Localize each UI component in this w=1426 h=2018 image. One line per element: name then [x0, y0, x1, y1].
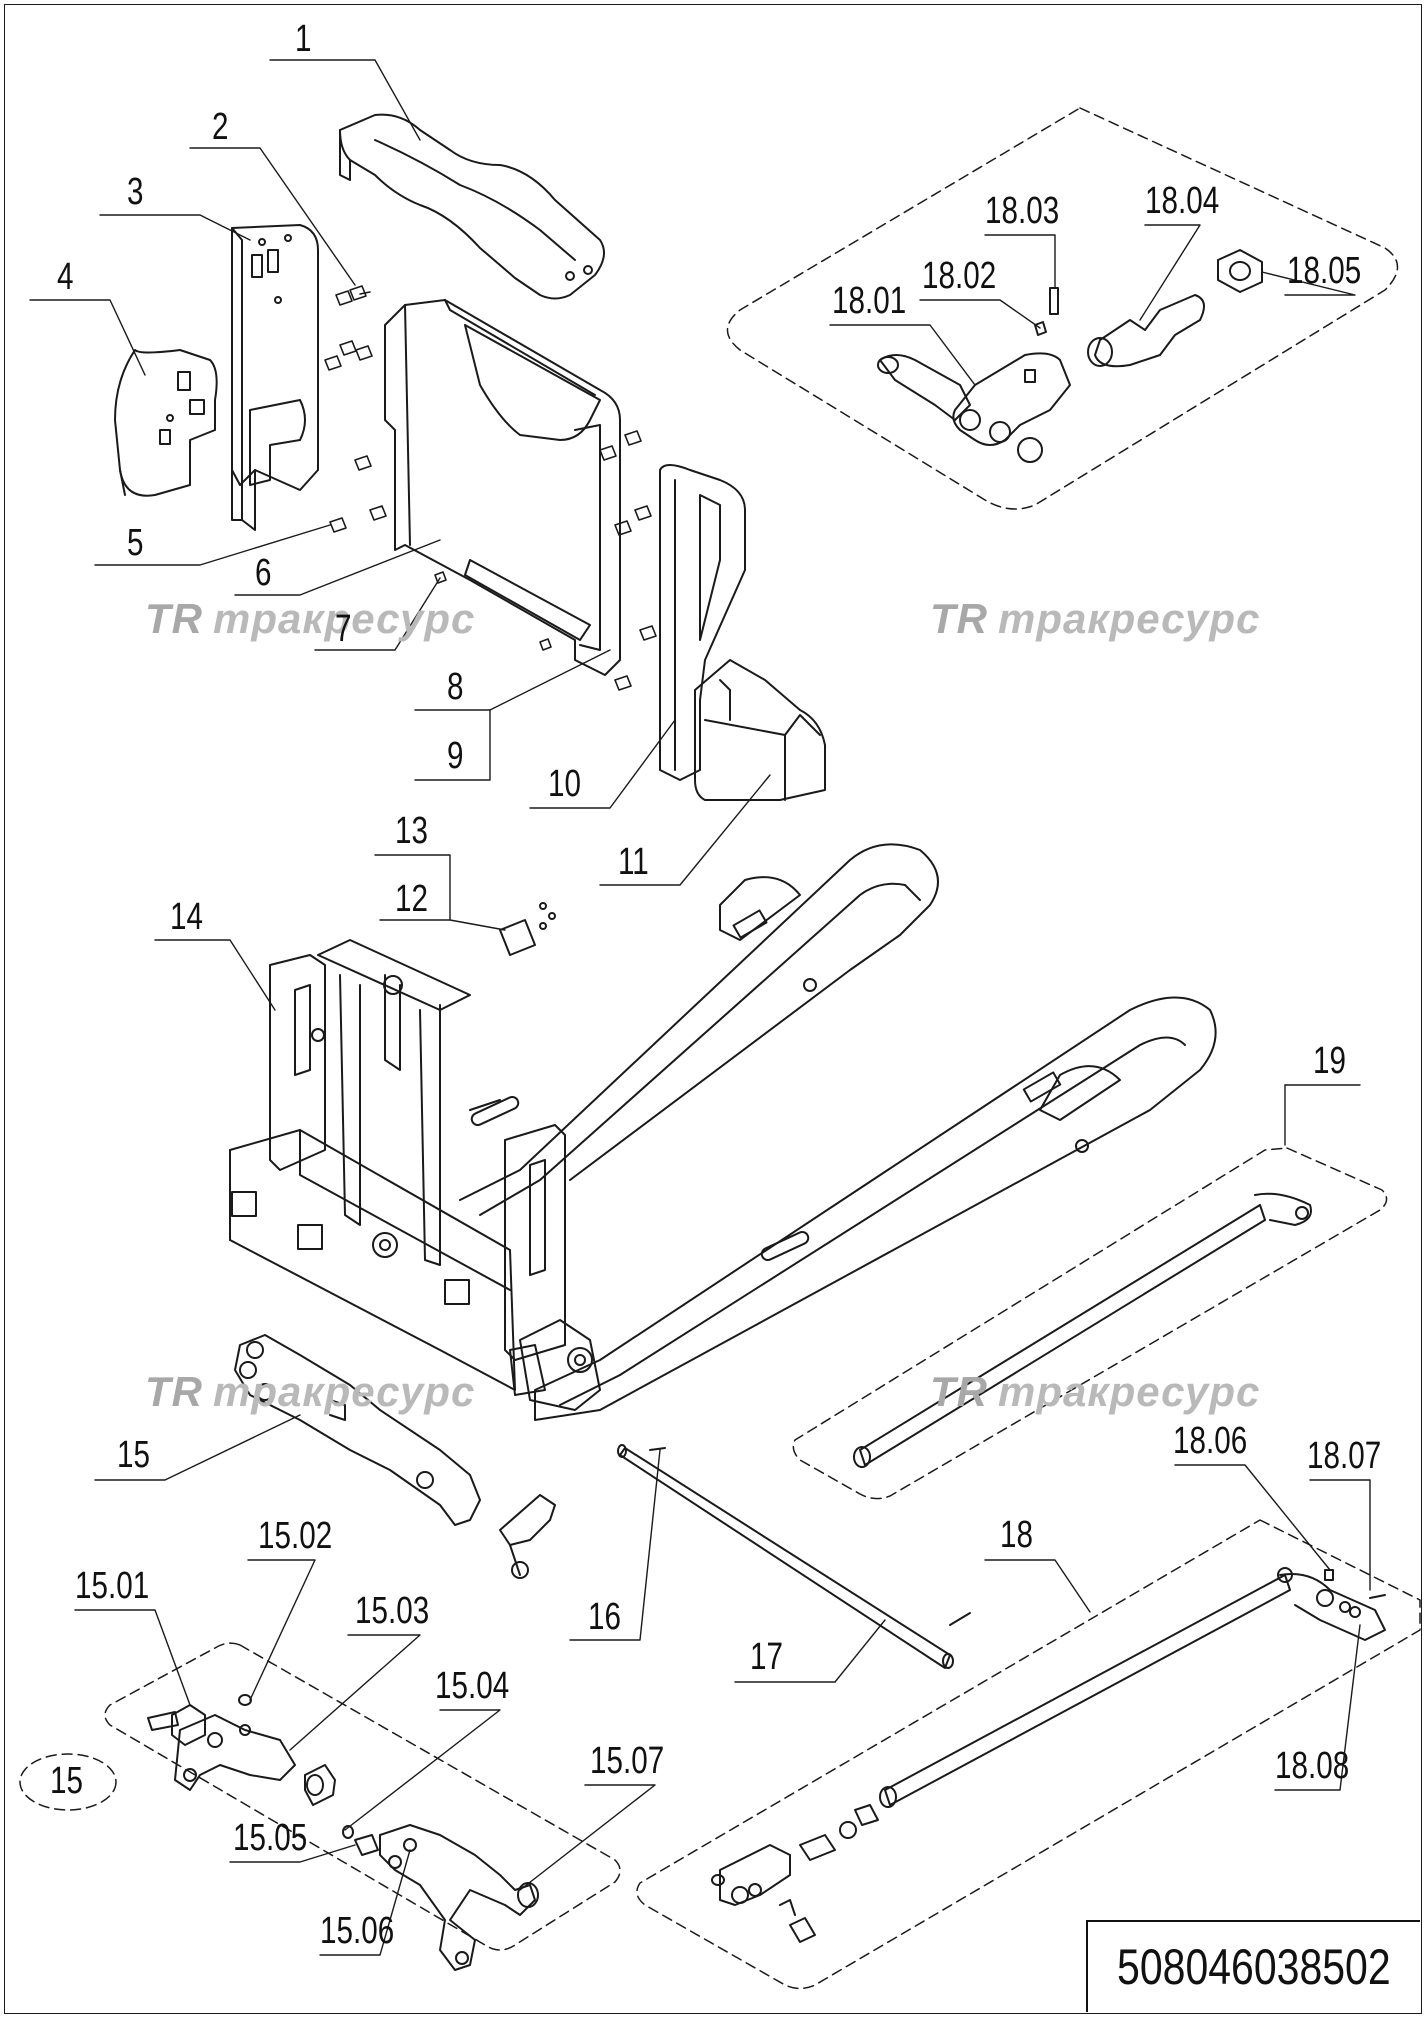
- part-label-15-03: 15.03: [355, 1590, 430, 1632]
- part-label-14: 14: [170, 896, 203, 938]
- group-15-label-bubble: [19, 1753, 117, 1811]
- part-label-3: 3: [127, 171, 144, 213]
- fork-right: [534, 996, 1217, 1421]
- part-label-15-07: 15.07: [590, 1740, 665, 1782]
- part-label-9: 9: [447, 735, 464, 777]
- part-label-16: 16: [588, 1596, 621, 1638]
- screw: [339, 340, 357, 356]
- screw: [539, 638, 552, 651]
- document-number: 508046038502: [1117, 1939, 1391, 1995]
- screw: [369, 505, 387, 521]
- part-label-13: 13: [395, 810, 428, 852]
- watermark-logo-icon: TR: [145, 1368, 203, 1415]
- part-label-18-08: 18.08: [1275, 1745, 1350, 1787]
- part-17-axle: [617, 1444, 971, 1669]
- group-18-upper-outline: [726, 107, 1399, 510]
- part-label-15-04: 15.04: [435, 1665, 510, 1707]
- part-label-10: 10: [548, 763, 581, 805]
- part-4-side-cover: [114, 349, 218, 497]
- part-8-back-cover: [384, 299, 621, 676]
- screw: [634, 505, 652, 521]
- part-label-12: 12: [395, 878, 428, 920]
- part-12-plate: [499, 902, 556, 956]
- group-18-lower-outline: [636, 1519, 1421, 1990]
- group-19-outline: [792, 1147, 1388, 1500]
- part-label-18: 18: [1000, 1514, 1033, 1556]
- screw: [335, 290, 353, 306]
- screw: [614, 520, 632, 536]
- part-label-7: 7: [335, 608, 352, 650]
- part-label-15-02: 15.02: [258, 1515, 333, 1557]
- part-label-8: 8: [447, 666, 464, 708]
- part-label-18-02: 18.02: [922, 255, 997, 297]
- document-number-box: 508046038502: [1086, 1920, 1420, 2012]
- screw: [614, 675, 632, 691]
- part-label-18-04: 18.04: [1145, 180, 1220, 222]
- drawing-frame: [4, 4, 1422, 2014]
- part-label-1: 1: [295, 18, 312, 60]
- screw: [324, 355, 342, 371]
- part-label-4: 4: [57, 256, 74, 298]
- part-label-18-07: 18.07: [1307, 1435, 1382, 1477]
- part-label-15-06: 15.06: [320, 1910, 395, 1952]
- part-label-11: 11: [618, 841, 649, 883]
- part-11-handle-lower-cover: [694, 659, 826, 801]
- screw: [329, 517, 347, 533]
- part-label-18-01: 18.01: [832, 280, 907, 322]
- leader-lines: [29, 59, 1371, 1956]
- part-label-15-group: 15: [50, 1760, 83, 1802]
- part-label-15: 15: [117, 1434, 150, 1476]
- part-label-18-06: 18.06: [1173, 1420, 1248, 1462]
- part-18-lower-rod: [711, 1567, 1386, 1943]
- screw: [624, 430, 642, 446]
- part-10-handle-side-cover: [659, 464, 746, 781]
- part-label-15-05: 15.05: [233, 1817, 308, 1859]
- screw: [434, 571, 447, 584]
- screw: [639, 625, 657, 641]
- screw: [349, 285, 371, 301]
- screw: [354, 455, 372, 471]
- screw: [599, 445, 617, 461]
- part-label-17: 17: [750, 1636, 783, 1678]
- part-18-upper-details: [877, 249, 1263, 463]
- screw: [355, 345, 373, 361]
- part-label-18-05: 18.05: [1287, 250, 1362, 292]
- part-19-rod: [853, 1192, 1312, 1468]
- part-1-handle-cover: [339, 113, 605, 300]
- part-3-side-bracket: [231, 224, 319, 531]
- detail-group-outlines: [19, 107, 1421, 1990]
- part-label-6: 6: [255, 552, 272, 594]
- part-label-15-01: 15.01: [75, 1565, 150, 1607]
- fork-left: [459, 843, 939, 1201]
- part-label-5: 5: [127, 522, 144, 564]
- part-14-fork-frame: [229, 843, 1217, 1421]
- part-label-19: 19: [1313, 1040, 1346, 1082]
- part-label-2: 2: [212, 106, 229, 148]
- part-15-lower-details: [147, 1694, 539, 1971]
- watermark-logo-icon: TR: [930, 595, 988, 642]
- part-15-linkage: [234, 1334, 556, 1579]
- group-15-lower-outline: [104, 1642, 621, 1951]
- part-label-18-03: 18.03: [985, 190, 1060, 232]
- watermark-logo-icon: TR: [145, 595, 203, 642]
- screws: [324, 285, 657, 691]
- watermark-logo-icon: TR: [930, 1368, 988, 1415]
